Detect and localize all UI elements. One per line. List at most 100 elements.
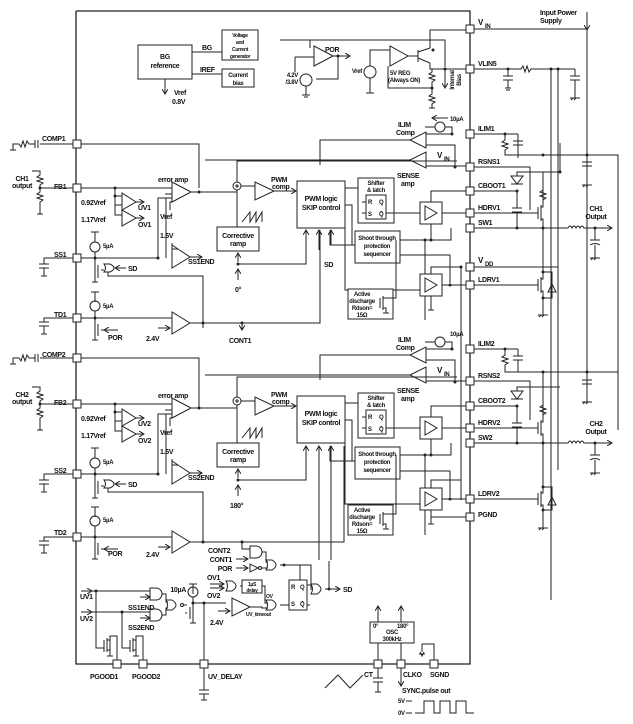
pin-cboot1-label: CBOOT1 <box>478 183 506 190</box>
cont1-label: CONT1 <box>229 338 252 345</box>
ramp1-label-2: ramp <box>230 241 246 248</box>
ov2-comparator <box>121 425 138 443</box>
pin-comp2[interactable]: COMP2 <box>42 352 82 363</box>
td1-thresh: 2.4V <box>146 336 160 343</box>
ilim1-src-label: 10µA <box>450 117 464 123</box>
pin-cboot1[interactable]: CBOOT1 <box>465 183 506 196</box>
pin-sw2-label: SW2 <box>478 435 493 442</box>
pin-hdrv1[interactable]: HDRV1 <box>465 205 501 218</box>
pwm-comp-2-label-2: comp <box>272 399 289 406</box>
pin-comp2-label: COMP2 <box>42 352 66 359</box>
pin-ct[interactable]: CT <box>364 659 383 679</box>
internal-bias-label-1: Internal <box>450 70 456 90</box>
uv-timeout-comparator <box>231 597 252 617</box>
uv1-comparator <box>121 192 137 211</box>
ldrv1-driver <box>419 273 443 297</box>
ramp1-label-1: Corrective <box>222 233 254 240</box>
pin-td1[interactable]: TD1 <box>54 312 82 323</box>
latch1-qb: Q̄ <box>379 211 384 218</box>
ss1end-label: SS1END <box>188 259 214 266</box>
or-gate-sd <box>310 583 322 595</box>
hdrv1-driver <box>419 201 443 225</box>
uvd-thresh: 2.4V <box>210 620 224 627</box>
ov-ref-2: 1.17Vref <box>81 433 106 440</box>
shoot2-label-3: sequencer <box>363 468 391 474</box>
pin-ss1[interactable]: SS1 <box>54 252 82 263</box>
sync-5v-label: 5V <box>398 699 405 705</box>
pin-cboot2[interactable]: CBOOT2 <box>465 398 506 411</box>
discharge1-label-2: discharge <box>349 299 376 305</box>
ss1-thresh: 1.6V <box>160 233 174 240</box>
pin-ldrv1[interactable]: LDRV1 <box>465 277 500 290</box>
pin-pgnd-label: PGND <box>478 512 497 519</box>
shoot2-label-2: protection <box>364 460 391 466</box>
ch2-fb-label-1: CH2 <box>15 392 29 399</box>
pin-sw1-label: SW1 <box>478 220 493 227</box>
pin-ldrv1-label: LDRV1 <box>478 277 500 284</box>
td1-por-label: POR <box>108 335 123 342</box>
active-discharge-ch2 <box>347 504 394 536</box>
sense1-label-1: SENSE <box>397 173 420 180</box>
current-bias-block <box>221 68 255 88</box>
latch2-q: Q <box>379 415 384 421</box>
discharge2-label-1: Active <box>354 508 371 514</box>
sd-input-ch1: SD <box>324 262 333 269</box>
ea1-vref: Vref <box>160 214 173 221</box>
or-gate-fault <box>265 559 277 571</box>
schottky-diode-ch1 <box>543 271 557 299</box>
pin-uv-delay[interactable]: UV_DELAY <box>199 659 243 681</box>
sd-label-ch2: SD <box>128 482 137 489</box>
pin-ss2[interactable]: SS2 <box>54 468 82 479</box>
pin-clko-label: CLKO <box>403 672 422 679</box>
latch1-q: Q <box>379 200 384 206</box>
ss2end-label: SS2END <box>188 475 214 482</box>
ss2-thresh: 1.6V <box>160 449 174 456</box>
pin-ldrv2[interactable]: LDRV2 <box>465 491 500 504</box>
pin-pgood2[interactable]: PGOOD2 <box>132 659 161 681</box>
vref-source-label: Vref <box>352 69 363 75</box>
bg-reference-block <box>137 44 193 80</box>
ss1end-comparator <box>171 244 191 269</box>
pin-pgnd[interactable]: PGND <box>465 512 498 522</box>
input-power-label-1: Input Power <box>540 10 577 17</box>
pin-vlin5-label: VLIN5 <box>478 61 497 68</box>
pin-sgnd[interactable]: SGND <box>429 659 450 679</box>
pin-td2[interactable]: TD2 <box>54 530 82 542</box>
fault-latch-qb: Q̄ <box>300 601 305 608</box>
ea2-vref: Vref <box>160 430 173 437</box>
discharge2-label-4: 15Ω <box>357 529 368 535</box>
inductor-ch2 <box>567 440 595 445</box>
sense2-vin-label: V <box>437 366 443 375</box>
td2-thresh: 2.4V <box>146 552 160 559</box>
pin-hdrv2[interactable]: HDRV2 <box>465 420 501 433</box>
td2-por-label: POR <box>108 551 123 558</box>
vcgen-label-2: and <box>236 40 244 46</box>
pin-sgnd-label: SGND <box>430 672 449 679</box>
pin-hdrv1-label: HDRV1 <box>478 205 501 212</box>
osc-label-2: 300kHz <box>383 637 402 643</box>
ov2-label: OV2 <box>138 438 152 445</box>
pin-rsns1[interactable]: RSNS1 <box>465 159 501 172</box>
shoot1-label-3: sequencer <box>363 252 391 258</box>
shoot-through-sequencer-ch1 <box>354 230 401 264</box>
pwm-logic-2-label-1: PWM logic <box>305 411 338 418</box>
pin-vin-label: V <box>478 18 484 27</box>
pin-rsns1-label: RSNS1 <box>478 159 500 166</box>
bg-ref-label-1: BG <box>160 54 171 61</box>
fault-latch-s: S <box>291 602 295 608</box>
osc-label-1: OSC <box>386 630 399 636</box>
ilim2-src-label: 10µA <box>450 332 464 338</box>
error-amp-1-label: error amp <box>158 177 188 184</box>
pwm-comp-1-label-1: PWM <box>271 177 288 184</box>
sync-pulse-waveform <box>415 700 474 714</box>
td2-current-source <box>89 515 101 527</box>
latch2-qb: Q̄ <box>379 426 384 433</box>
pin-pgood1[interactable]: PGOOD1 <box>90 659 122 681</box>
sense2-label-2: amp <box>401 396 415 403</box>
input-power-label-2: Supply <box>540 18 562 25</box>
shifter2-label-1: Shifter <box>368 396 386 402</box>
pin-rsns2[interactable]: RSNS2 <box>465 373 501 386</box>
td2-comparator <box>171 530 191 554</box>
pin-comp1[interactable]: COMP1 <box>42 136 82 149</box>
ilim1-comp-label-1: ILIM <box>398 122 411 129</box>
